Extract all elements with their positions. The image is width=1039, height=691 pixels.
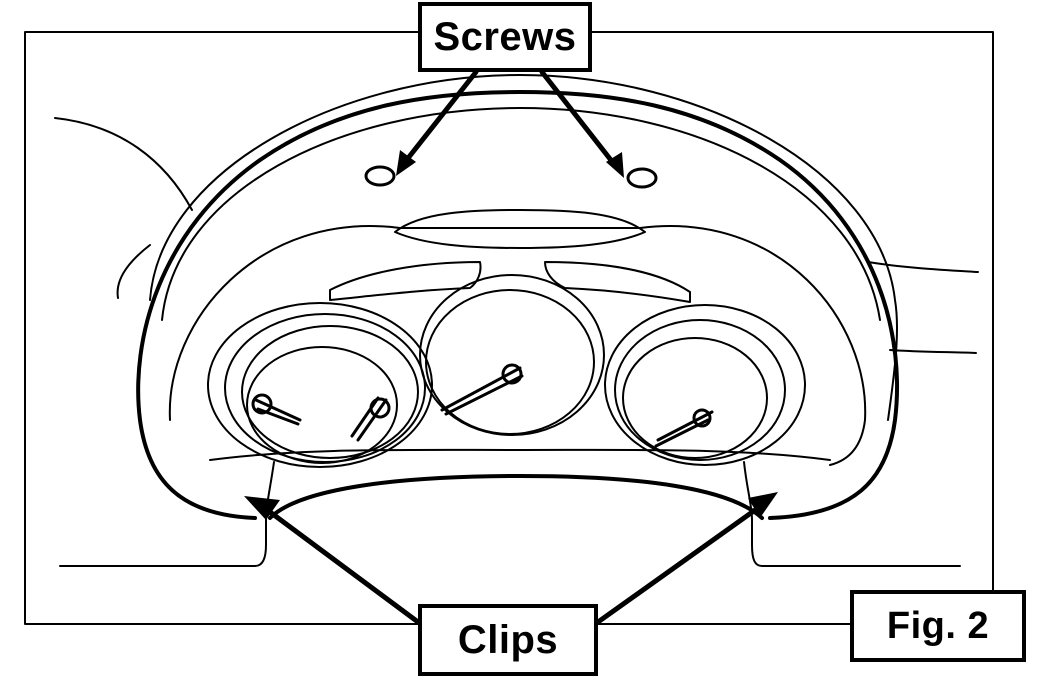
bezel-lower-edge — [209, 448, 831, 461]
screw-hole-left — [364, 165, 396, 187]
bezel-hood-inner — [161, 107, 881, 321]
gauge-pod-left-mid — [224, 313, 426, 463]
gauge-pod-left-ring — [241, 325, 419, 459]
needle-center — [440, 363, 524, 416]
screws-label: Screws — [418, 2, 592, 72]
dashboard-line-right — [867, 261, 979, 273]
gauge-right-face — [622, 337, 768, 459]
dashboard-line-right-lower — [889, 349, 977, 354]
bezel-inner-rim — [168, 225, 867, 466]
arrow-clips-left — [267, 509, 421, 625]
dashboard-bottom-right — [743, 461, 961, 567]
arrowhead-clips-left — [244, 496, 280, 520]
frame-border — [24, 31, 994, 625]
dashboard-bottom-left — [59, 461, 275, 567]
gauge-pod-right-outer — [604, 304, 806, 466]
arrowhead-screws-right — [606, 152, 624, 178]
arrow-screws-left — [402, 69, 479, 165]
needle-left-b — [350, 396, 391, 442]
bezel-hood-outer — [149, 74, 898, 421]
needle-left-a — [251, 393, 302, 426]
arrow-clips-right — [595, 505, 761, 625]
gauge-center-outer — [419, 274, 605, 436]
bezel-outline — [136, 90, 899, 520]
clips-label: Clips — [418, 604, 598, 676]
gauge-pod-right-ring — [614, 319, 786, 461]
arrowhead-screws-left — [396, 150, 416, 176]
dashboard-line-left — [54, 117, 193, 211]
arrow-screws-right — [539, 69, 617, 167]
screw-hole-right — [626, 167, 658, 189]
figure-label: Fig. 2 — [850, 590, 1026, 662]
needle-right — [654, 408, 714, 448]
vent-left — [329, 261, 482, 301]
dashboard-line-left-lower — [116, 244, 151, 299]
vent-right — [544, 261, 691, 303]
gauge-pod-left-outer — [207, 302, 433, 468]
bezel-bottom-arch — [268, 474, 764, 520]
gauge-left-face — [246, 346, 398, 464]
visor-hump — [394, 209, 646, 249]
gauge-center-face — [425, 289, 595, 435]
arrowhead-clips-right — [748, 492, 778, 518]
